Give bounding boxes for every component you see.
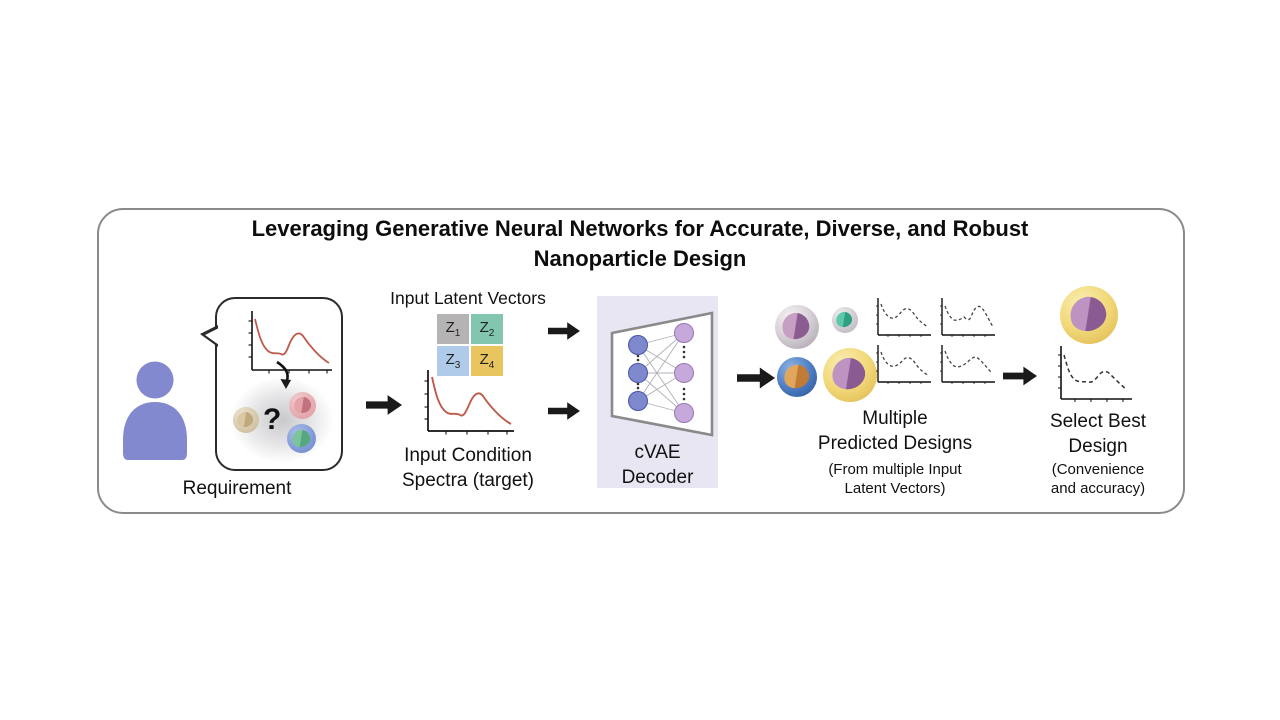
condition-spectrum-chart bbox=[419, 366, 517, 440]
question-mark: ? bbox=[263, 403, 282, 436]
best-spectrum-chart bbox=[1053, 343, 1135, 407]
predicted-nanoparticle-blue-orange bbox=[777, 357, 817, 397]
condition-label: Input Condition Spectra (target) bbox=[402, 445, 534, 491]
predicted-spectrum-chart-4 bbox=[937, 343, 997, 387]
nanoparticle-pink bbox=[289, 392, 316, 419]
flow-arrow-icon bbox=[548, 320, 580, 342]
predicted-nanoparticle-yellow-purple bbox=[823, 348, 877, 402]
latent-vector-z2: Z2 bbox=[471, 314, 503, 344]
latent-vector-z4: Z4 bbox=[471, 346, 503, 376]
flow-arrow-icon bbox=[548, 400, 580, 422]
decoder-trapezoid-network bbox=[605, 303, 717, 439]
target-spectrum-chart bbox=[243, 307, 335, 379]
predicted-nanoparticle-gray-teal bbox=[832, 307, 858, 333]
flow-arrow-icon bbox=[737, 365, 775, 391]
predicted-label: Multiple Predicted Designs bbox=[817, 408, 973, 454]
predicted-nanoparticle-silver-purple bbox=[775, 305, 819, 349]
figure-title: Leveraging Generative Neural Networks fo… bbox=[140, 214, 1140, 274]
flow-arrow-icon bbox=[366, 393, 402, 417]
latent-vector-z1: Z1 bbox=[437, 314, 469, 344]
nanoparticle-blue-green bbox=[287, 424, 316, 453]
latent-vector-z3: Z3 bbox=[437, 346, 469, 376]
select-label: Select Best Design bbox=[1049, 411, 1147, 457]
latent-vectors-heading: Input Latent Vectors bbox=[390, 288, 546, 308]
predicted-spectrum-chart-3 bbox=[873, 343, 933, 387]
decoder-label: cVAE Decoder bbox=[621, 442, 694, 488]
figure-title-line2: Nanoparticle Design bbox=[533, 246, 747, 271]
person-icon bbox=[123, 361, 187, 460]
best-nanoparticle-yellow-purple bbox=[1060, 286, 1118, 344]
figure-title-line1: Leveraging Generative Neural Networks fo… bbox=[251, 216, 1029, 241]
requirement-label: Requirement bbox=[182, 478, 292, 499]
predicted-sublabel: (From multiple Input Latent Vectors) bbox=[828, 461, 962, 497]
flow-arrow-icon bbox=[1003, 364, 1037, 388]
predicted-spectrum-chart-1 bbox=[873, 296, 933, 340]
select-sublabel: (Convenience and accuracy) bbox=[1050, 461, 1146, 497]
nanoparticle-beige bbox=[233, 407, 259, 433]
predicted-spectrum-chart-2 bbox=[937, 296, 997, 340]
